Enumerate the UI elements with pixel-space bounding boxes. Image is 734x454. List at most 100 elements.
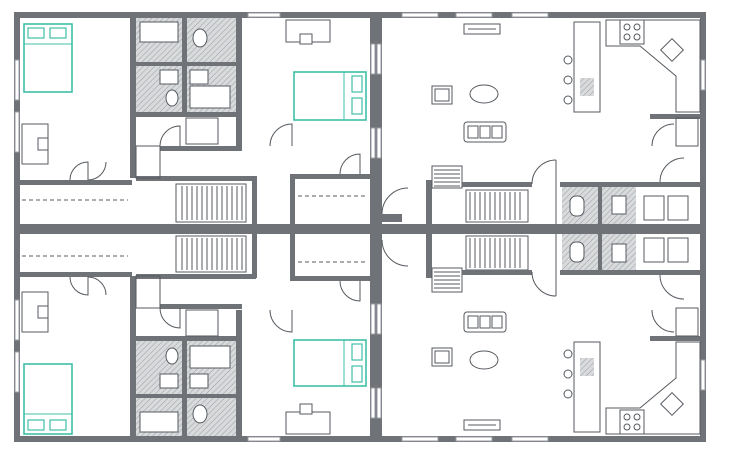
toilet-icon xyxy=(165,89,179,107)
bathroom-block-bottom xyxy=(136,336,242,436)
pantry xyxy=(675,307,699,337)
stair-wall xyxy=(462,270,532,275)
window xyxy=(14,351,20,393)
bathroom-wall xyxy=(136,336,242,341)
stair-run xyxy=(175,183,247,223)
window xyxy=(700,59,706,91)
exterior-wall-right xyxy=(700,12,706,442)
bathroom-wall xyxy=(187,62,236,66)
bathroom-wall xyxy=(598,186,602,224)
window xyxy=(455,12,493,18)
bed-icon xyxy=(23,23,73,93)
desk-icon xyxy=(21,291,49,333)
bed-icon xyxy=(23,363,73,435)
exterior-wall-top xyxy=(14,12,376,18)
bar-stool-icon xyxy=(563,55,573,65)
window xyxy=(14,59,20,101)
dryer-icon xyxy=(667,237,689,263)
kitchen-counter xyxy=(605,19,701,113)
bar-stool-icon xyxy=(563,349,573,359)
desk-icon xyxy=(285,403,331,435)
sink-icon xyxy=(159,373,179,389)
stair-wall xyxy=(252,176,257,226)
dryer-icon xyxy=(667,195,689,221)
living-area-top xyxy=(431,23,507,143)
closet xyxy=(185,117,219,145)
window xyxy=(511,436,549,442)
doors-left-unit xyxy=(69,123,361,333)
bathroom-wall xyxy=(187,394,236,398)
bathroom-wall xyxy=(182,18,187,114)
central-wall xyxy=(382,224,700,234)
bar-stool-icon xyxy=(563,369,573,379)
entry-wall xyxy=(382,214,402,222)
window xyxy=(370,387,376,419)
washer-icon xyxy=(643,237,665,263)
door-swing xyxy=(659,274,685,300)
bathroom-wall xyxy=(598,234,602,270)
window xyxy=(511,12,549,18)
coffee-table-icon xyxy=(469,350,499,370)
toilet-icon xyxy=(569,241,585,263)
sink-icon xyxy=(659,391,685,417)
window xyxy=(376,43,382,75)
stair-treads xyxy=(181,186,243,270)
sink-icon xyxy=(189,69,209,85)
kitchen-counter xyxy=(605,341,701,435)
stair-run xyxy=(175,235,247,273)
bedroom-wall xyxy=(290,174,370,179)
door-swing xyxy=(339,153,361,175)
core-wall xyxy=(130,18,136,178)
corridor-wall xyxy=(290,174,295,226)
toilet-icon xyxy=(192,404,208,424)
laundry-wall xyxy=(636,182,700,187)
bedroom-wall xyxy=(20,272,132,277)
bed-icon xyxy=(293,339,367,387)
core-wall xyxy=(236,18,242,146)
door-swing xyxy=(531,271,557,297)
window xyxy=(247,436,281,442)
stair-lower xyxy=(175,235,247,273)
door-swing xyxy=(651,123,675,147)
window xyxy=(401,436,439,442)
bedroom-wall xyxy=(290,276,370,281)
kitchen-bottom xyxy=(563,307,701,435)
door-swing xyxy=(269,123,293,147)
window xyxy=(14,299,20,341)
party-wall xyxy=(370,12,376,442)
bathroom-block-top xyxy=(136,18,242,117)
bar-stool-icon xyxy=(563,389,573,399)
bathroom-right-bottom xyxy=(560,234,640,275)
window xyxy=(370,127,376,159)
bathroom-wall xyxy=(136,62,182,66)
exterior-wall-left xyxy=(14,12,20,442)
laundry-top xyxy=(636,157,700,221)
door-swing xyxy=(651,309,675,333)
bathtub-icon xyxy=(189,345,231,369)
door-swing xyxy=(159,125,181,147)
closet xyxy=(135,275,161,309)
window xyxy=(700,359,706,391)
bathroom-wall xyxy=(136,112,242,117)
bathroom-wall xyxy=(182,340,187,436)
stair-wall xyxy=(426,234,432,278)
pantry xyxy=(675,117,699,147)
window xyxy=(376,127,382,159)
stair-wall xyxy=(462,182,532,187)
bar-stool-icon xyxy=(563,75,573,85)
door-swing xyxy=(69,276,89,296)
toilet-icon xyxy=(569,195,585,217)
core-wall xyxy=(236,310,242,436)
desk-icon xyxy=(285,19,331,45)
stove-icon xyxy=(619,409,645,435)
kitchen-top xyxy=(563,19,701,147)
stair-treads xyxy=(434,169,521,289)
kitchen-island xyxy=(573,341,601,433)
bathroom-wall xyxy=(136,394,182,398)
bathroom-wall xyxy=(560,182,640,187)
bathroom-right-top xyxy=(560,182,640,224)
bathroom-wall xyxy=(560,270,640,275)
exterior-wall-bottom xyxy=(14,436,376,442)
sink-icon xyxy=(159,69,179,85)
